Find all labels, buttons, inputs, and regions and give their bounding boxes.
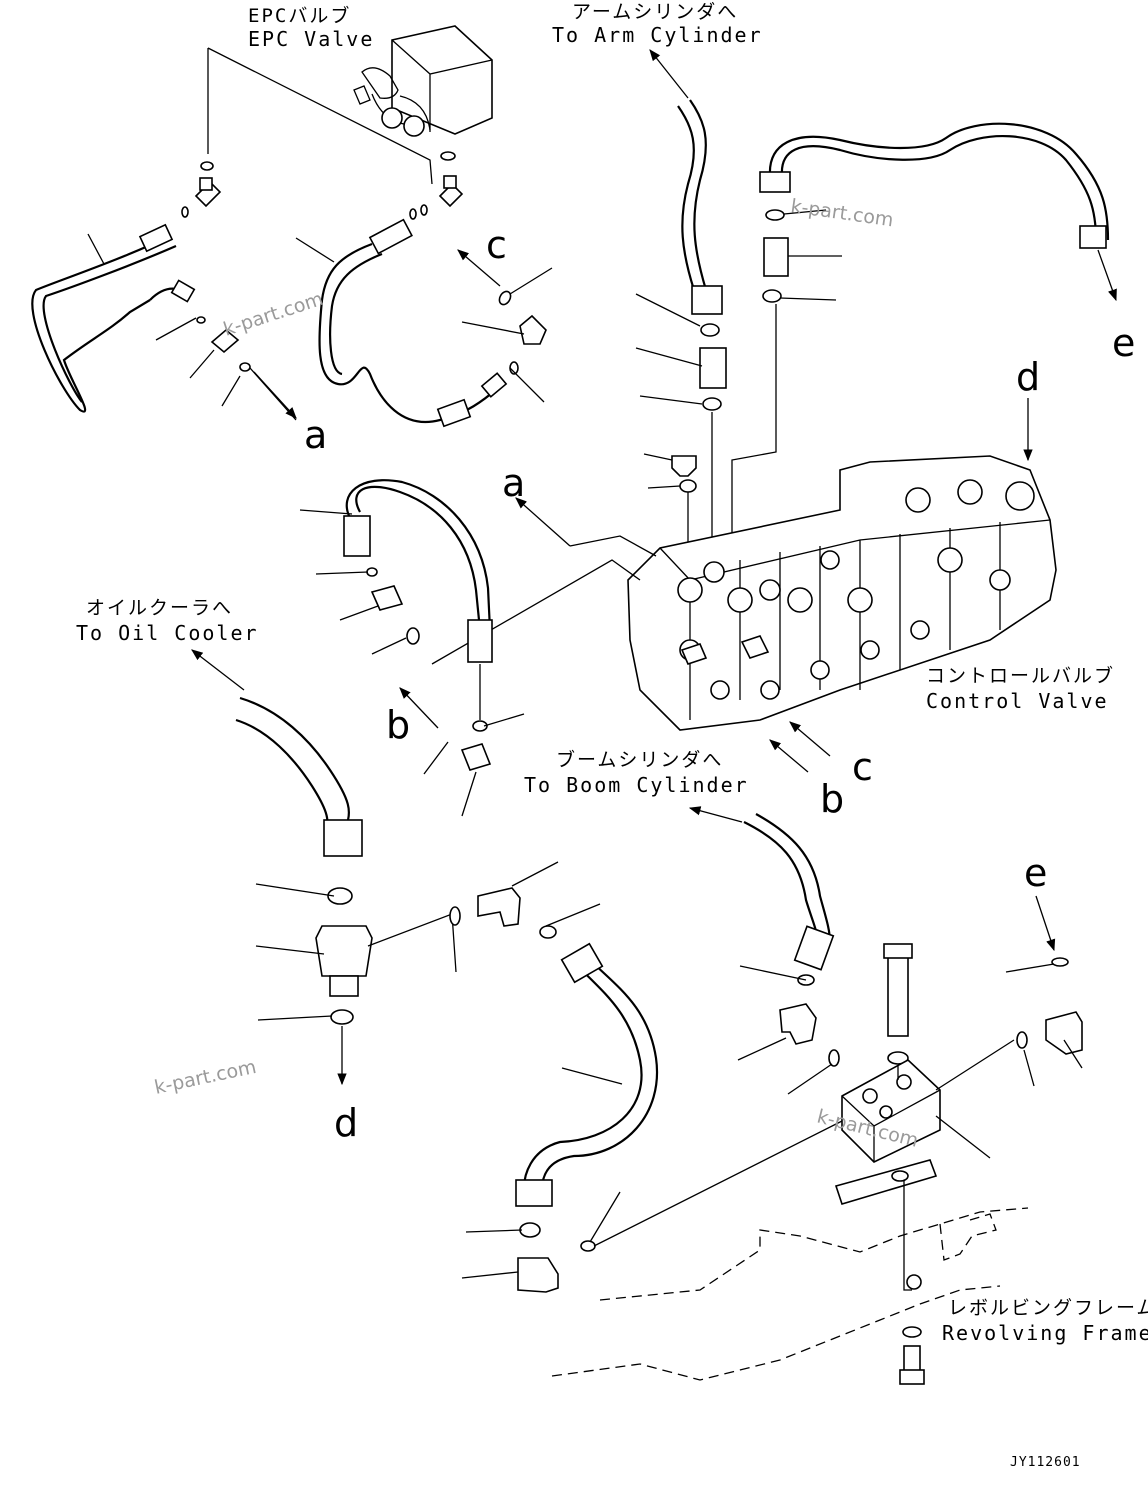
label-boom-cylinder-jp: ブームシリンダへ (556, 748, 723, 771)
label-control-valve-jp: コントロールバルブ (926, 664, 1115, 687)
letter-b-cv: b (820, 777, 844, 821)
leaders-middle-left (299, 509, 525, 817)
leader-a-cv (569, 535, 657, 557)
letter-c-top: c (486, 223, 507, 267)
hose-top-right (759, 122, 1110, 303)
label-epc-valve-jp: EPCバルブ (248, 4, 351, 27)
label-oil-cooler-en: To Oil Cooler (76, 621, 259, 645)
letter-e-lower: e (1024, 851, 1047, 895)
hose-boom-cylinder (743, 813, 840, 1067)
hose-epc-middle (318, 218, 508, 428)
watermark-top-right: k-part.com (789, 195, 895, 231)
leaders-oil-cooler (255, 883, 457, 1021)
hose-oil-cooler (235, 696, 373, 1025)
leaders-c-top (461, 267, 553, 403)
arrow-arm-cylinder (649, 49, 689, 99)
letter-a-top: a (304, 413, 327, 457)
label-arm-cylinder-jp: アームシリンダへ (572, 1, 738, 23)
epc-valve-leader (207, 47, 433, 185)
arrow-oil-cooler (191, 649, 245, 691)
leaders-middle-hose (295, 237, 335, 263)
fittings-right (1016, 957, 1083, 1055)
hose-middle-left (343, 479, 493, 771)
arrow-e-top (1097, 249, 1117, 302)
leaders-block (897, 1066, 991, 1291)
leader-b-cv-line (431, 559, 641, 665)
leaders-left-hose (87, 233, 297, 421)
fittings-c-top (498, 290, 547, 375)
drawing-code: JY112601 (1010, 1455, 1081, 1470)
epc-valve (353, 25, 493, 137)
letter-d-cv: d (1016, 355, 1040, 399)
leaders-arm-fittings (635, 293, 713, 540)
letter-d-lower: d (334, 1101, 358, 1145)
hose-arm-cylinder (677, 99, 727, 411)
letter-a-cv: a (502, 461, 525, 505)
leaders-boom (737, 965, 833, 1095)
control-valve-ports (677, 479, 1035, 700)
leaders-lower-middle (461, 861, 849, 1279)
plug (671, 455, 697, 493)
letter-c-cv: c (852, 745, 873, 789)
hose-epc-left (31, 223, 251, 413)
revolving-frame (551, 1207, 1029, 1385)
arrow-boom-cylinder (688, 806, 743, 823)
manifold-block (834, 943, 941, 1205)
arrow-b-cv (769, 739, 809, 773)
arrow-e-lower (1035, 895, 1056, 952)
letter-e-top: e (1112, 321, 1135, 365)
label-revolving-frame-en: Revolving Frame (942, 1321, 1148, 1345)
letter-b-left: b (386, 703, 410, 747)
control-valve (627, 455, 1057, 731)
watermark-bottom-left: k-part.com (152, 1056, 258, 1099)
arrow-b-left (399, 687, 439, 729)
label-arm-cylinder-en: To Arm Cylinder (552, 23, 763, 47)
arrow-c-cv (789, 721, 831, 757)
label-control-valve-en: Control Valve (926, 689, 1109, 713)
watermark-top-left: k-part.com (221, 288, 326, 341)
label-boom-cylinder-en: To Boom Cylinder (524, 773, 749, 797)
label-revolving-frame-jp: レボルビングフレーム (948, 1297, 1148, 1319)
leaders-top-right (731, 209, 842, 540)
leaders-right-fittings (935, 963, 1083, 1091)
epc-fittings (181, 151, 464, 220)
label-epc-valve-en: EPC Valve (248, 27, 374, 51)
label-oil-cooler-jp: オイルクーラへ (86, 597, 233, 619)
